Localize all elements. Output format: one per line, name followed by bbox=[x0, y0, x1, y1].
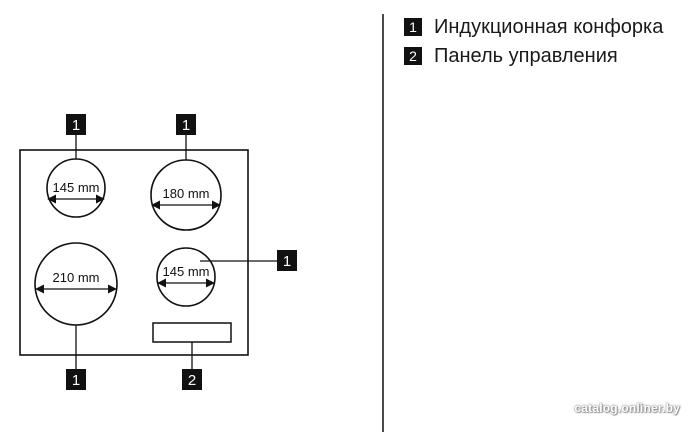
control-panel bbox=[152, 322, 232, 343]
legend-number-badge: 2 bbox=[404, 47, 422, 65]
zone-circle bbox=[156, 247, 216, 307]
legend-label: Индукционная конфорка bbox=[434, 15, 664, 38]
watermark: catalog.onliner.by bbox=[574, 401, 680, 415]
callout-badge bbox=[277, 250, 297, 271]
callout-number: 2 bbox=[188, 372, 196, 389]
callout-badge bbox=[182, 369, 202, 390]
zone-size-label: 145 mm bbox=[53, 180, 100, 195]
cooking-zone-bottom-left: 210 mm bbox=[34, 242, 118, 326]
callout-badge bbox=[66, 114, 86, 135]
callout-badge bbox=[66, 369, 86, 390]
cooking-zone-bottom-right: 145 mm bbox=[156, 247, 216, 307]
cooktop-diagram: 145 mm 1 180 mm 1 210 mm 1 145 mm 1 2 bbox=[19, 114, 297, 390]
legend-label: Панель управления bbox=[434, 44, 618, 67]
cooking-zone-top-right: 180 mm bbox=[150, 159, 222, 231]
zone-size-label: 210 mm bbox=[53, 270, 100, 285]
legend-number-badge: 1 bbox=[404, 18, 422, 36]
callout-badge bbox=[176, 114, 196, 135]
callout-number: 1 bbox=[72, 372, 80, 389]
callout-number: 1 bbox=[182, 117, 190, 134]
legend: 1 Индукционная конфорка 2 Панель управле… bbox=[404, 16, 663, 74]
callout-number: 1 bbox=[283, 253, 291, 270]
legend-item-control-panel: 2 Панель управления bbox=[404, 45, 663, 67]
callout-number: 1 bbox=[72, 117, 80, 134]
cooktop-outline bbox=[19, 149, 249, 356]
cooking-zone-top-left: 145 mm bbox=[46, 158, 106, 218]
vertical-divider bbox=[382, 14, 384, 432]
zone-size-label: 145 mm bbox=[163, 264, 210, 279]
legend-item-induction-zone: 1 Индукционная конфорка bbox=[404, 16, 663, 38]
zone-size-label: 180 mm bbox=[163, 186, 210, 201]
